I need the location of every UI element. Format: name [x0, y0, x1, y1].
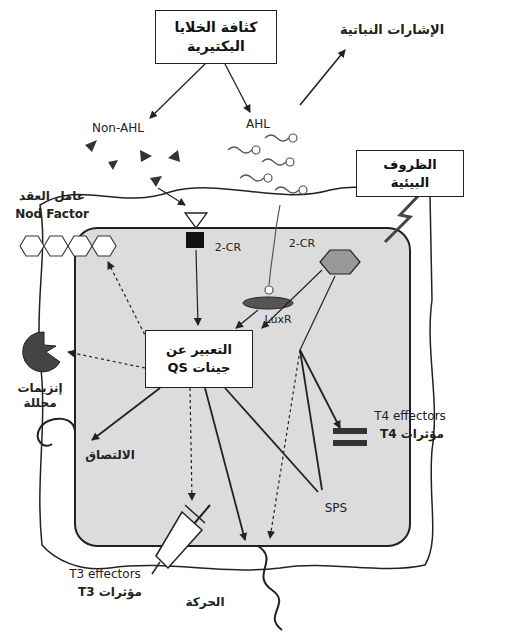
- annotation-label: الإشارات النباتية: [332, 22, 452, 38]
- signal-arrow: [236, 310, 258, 328]
- box-text: التعبير عن جينات QS: [152, 341, 246, 376]
- t4-secretion: [333, 428, 367, 434]
- annotation-label: Nod Factor: [7, 207, 97, 222]
- text-box: كثافة الخلايا البكتيرية: [155, 10, 277, 64]
- cell-envelope: [39, 187, 435, 570]
- annotation-label: مؤثرات T3: [65, 585, 155, 600]
- signal-line: [300, 350, 322, 490]
- signal-arrow: [205, 388, 245, 540]
- box-text: كثافة الخلايا البكتيرية: [162, 18, 270, 56]
- pilus: [38, 419, 75, 462]
- receptor: [186, 232, 204, 248]
- annotation-label: T3 effectors: [60, 567, 150, 582]
- receptor: [320, 250, 360, 274]
- annotation-label: Non-AHL: [83, 121, 153, 136]
- signal-arrow: [190, 388, 192, 500]
- annotation-label: 2-CR: [208, 241, 248, 255]
- signal-arrow: [225, 64, 250, 112]
- ahl-molecules: [228, 134, 307, 294]
- text-box: التعبير عن جينات QS: [145, 330, 253, 388]
- signal-arrow: [92, 388, 160, 440]
- non-ahl-molecules: [85, 140, 180, 187]
- annotation-label: عامل العقد: [7, 189, 97, 204]
- signal-arrow: [68, 352, 145, 368]
- lightning: [385, 194, 420, 242]
- flagellum: [258, 546, 282, 630]
- t4-secretion: [333, 440, 367, 446]
- luxr-protein: [243, 297, 293, 309]
- text-box: الظروف البيئية: [356, 150, 464, 197]
- annotation-label: الحركة: [175, 595, 235, 610]
- annotation-label: LuxR: [258, 313, 298, 327]
- annotation-label: T4 effectors: [365, 409, 455, 424]
- annotation-label: الالتصاق: [75, 448, 145, 463]
- annotation-label: 2-CR: [282, 237, 322, 251]
- annotation-label: إنزيمات محللة: [12, 381, 68, 411]
- annotation-label: مؤثرات T4: [367, 427, 457, 442]
- signal-line: [300, 276, 335, 350]
- box-text: الظروف البيئية: [363, 156, 457, 191]
- signal-arrow: [300, 50, 345, 105]
- signal-arrow: [196, 250, 198, 325]
- annotation-label: AHL: [238, 117, 278, 132]
- cytoplasm: [75, 228, 410, 546]
- receptor: [185, 213, 207, 228]
- signal-arrow: [150, 64, 205, 118]
- signal-line: [225, 388, 318, 492]
- signal-arrow: [158, 188, 185, 205]
- t3-secretion: [152, 505, 210, 574]
- nod-factor: [20, 236, 116, 256]
- annotation-label: SPS: [316, 501, 356, 516]
- signal-arrow: [108, 262, 150, 345]
- lytic-enzyme: [23, 332, 60, 372]
